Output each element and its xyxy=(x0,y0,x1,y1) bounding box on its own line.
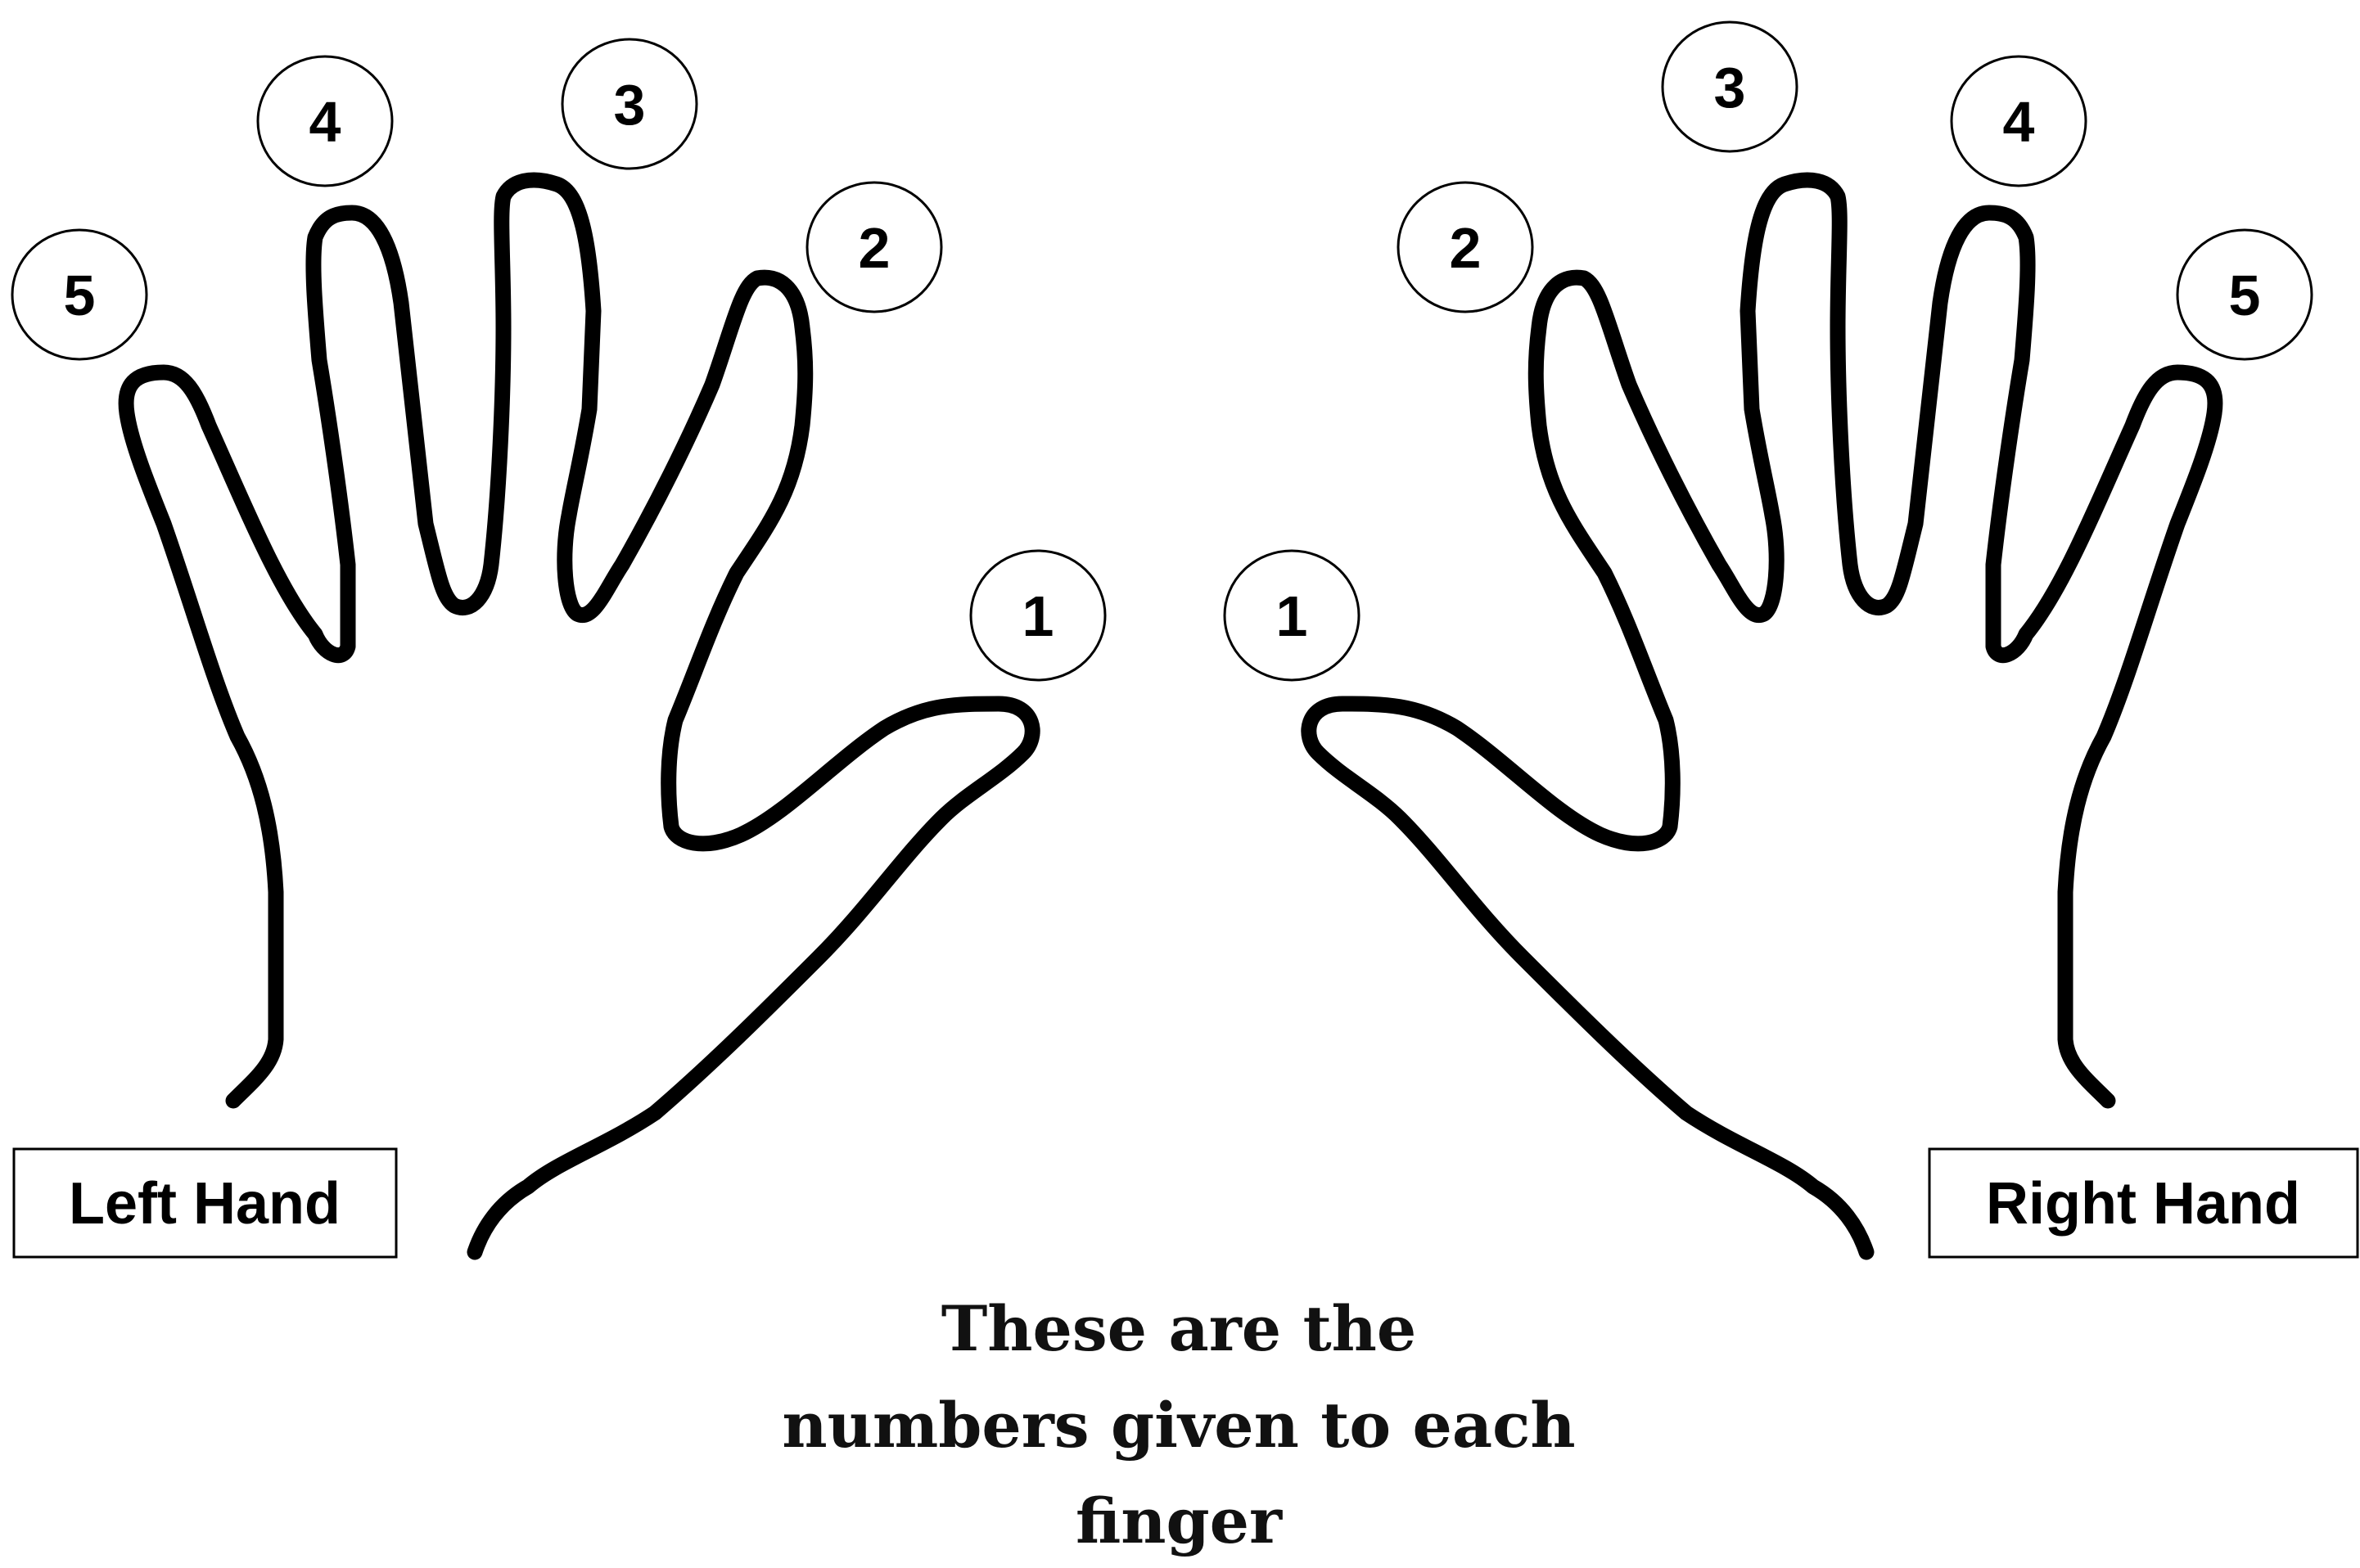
left-finger-5-marker: 5 xyxy=(11,228,148,361)
right-finger-1-number: 1 xyxy=(1276,584,1308,648)
left-hand-label: Left Hand xyxy=(12,1147,398,1259)
right-finger-4-number: 4 xyxy=(2003,90,2035,154)
right-finger-5-number: 5 xyxy=(2229,264,2261,327)
left-finger-2-number: 2 xyxy=(859,216,891,280)
caption-line-2: numbers given to each xyxy=(782,1389,1575,1462)
left-finger-4-number: 4 xyxy=(309,90,341,154)
right-finger-3-number: 3 xyxy=(1714,56,1746,119)
right-finger-2-marker: 2 xyxy=(1397,181,1534,313)
right-finger-1-marker: 1 xyxy=(1223,549,1360,682)
left-finger-3-number: 3 xyxy=(614,73,646,137)
right-finger-4-marker: 4 xyxy=(1950,55,2087,187)
left-finger-3-marker: 3 xyxy=(561,38,698,170)
left-hand-outline xyxy=(118,172,1040,1260)
right-hand-label-text: Right Hand xyxy=(1986,1171,2300,1237)
left-finger-5-number: 5 xyxy=(64,264,96,327)
right-hand-outline xyxy=(1301,172,2223,1260)
right-hand-label: Right Hand xyxy=(1928,1147,2359,1259)
caption: These are the numbers given to each fing… xyxy=(782,1292,1575,1557)
left-hand-label-text: Left Hand xyxy=(69,1171,341,1237)
left-finger-4-marker: 4 xyxy=(256,55,394,187)
left-finger-1-marker: 1 xyxy=(969,549,1107,682)
caption-line-1: These are the xyxy=(941,1292,1417,1365)
right-finger-3-marker: 3 xyxy=(1661,20,1798,153)
caption-line-3: finger xyxy=(1076,1485,1283,1557)
right-finger-2-number: 2 xyxy=(1450,216,1482,280)
left-finger-2-marker: 2 xyxy=(805,181,943,313)
right-finger-5-marker: 5 xyxy=(2176,228,2313,361)
left-finger-1-number: 1 xyxy=(1022,584,1054,648)
